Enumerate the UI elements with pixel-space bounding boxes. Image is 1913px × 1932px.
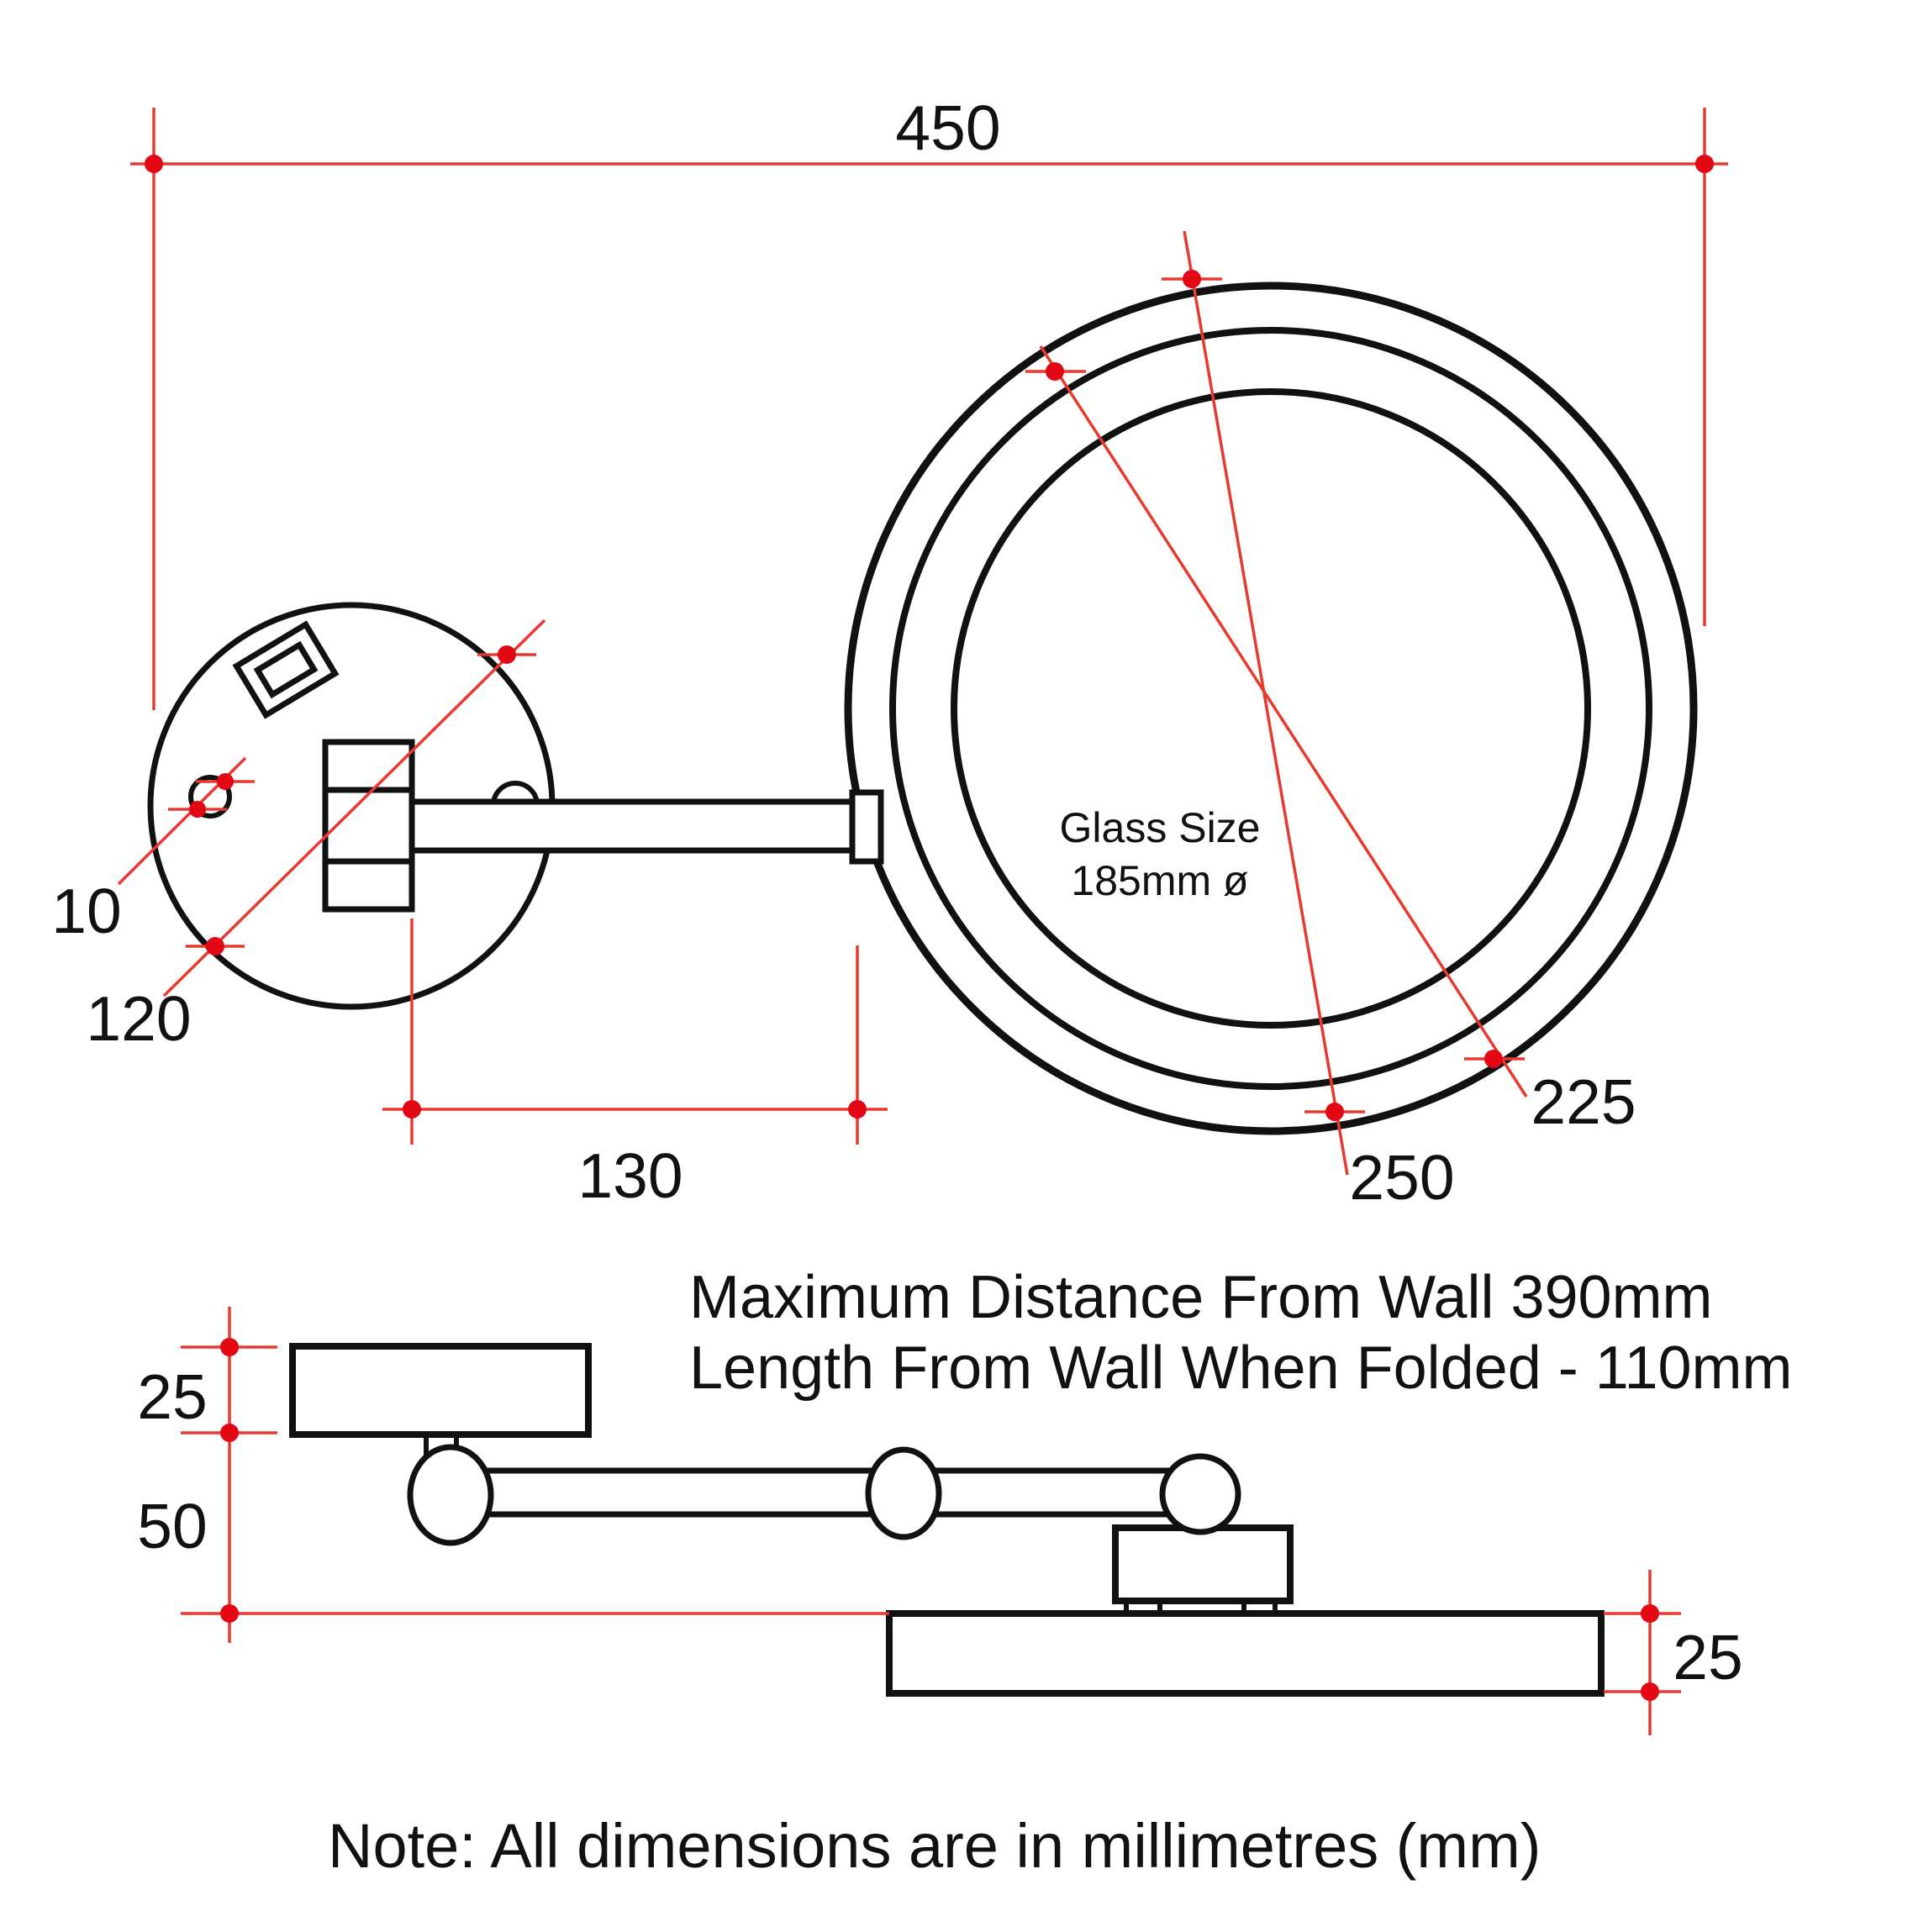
dim-250: 250 xyxy=(1162,230,1455,1213)
plate-cutout xyxy=(232,620,340,719)
mirror-outer-ring xyxy=(844,282,1698,1135)
dim-450-label: 450 xyxy=(895,92,1000,163)
units-note: Note: All dimensions are in millimetres … xyxy=(328,1811,1541,1881)
dim-25-plate-label: 25 xyxy=(137,1361,207,1432)
dim-120: 120 xyxy=(86,619,546,1054)
dim-10: 10 xyxy=(51,756,255,946)
dim-450: 450 xyxy=(130,92,1728,710)
dim-25-50-left: 25 50 xyxy=(137,1307,889,1643)
glass-size-label-line2: 185mm ø xyxy=(1071,857,1248,904)
mirror-slab-side xyxy=(886,1610,1605,1697)
dim-50-label: 50 xyxy=(137,1491,207,1561)
dim-130-label: 130 xyxy=(577,1140,682,1211)
dim-25-mirror-label: 25 xyxy=(1673,1622,1742,1692)
folded-arm-bar xyxy=(447,1467,1204,1518)
dim-130: 130 xyxy=(382,919,888,1211)
dim-25-right: 25 xyxy=(1604,1570,1743,1735)
pivot-block xyxy=(1112,1524,1294,1604)
dim-225-label: 225 xyxy=(1531,1066,1636,1137)
mirror-glass-ring xyxy=(951,388,1591,1029)
info-folded-length: Length From Wall When Folded - 110mm xyxy=(689,1335,1793,1402)
front-view: Glass Size 185mm ø 450 120 10 xyxy=(51,92,1728,1213)
ball-joint-middle xyxy=(865,1446,942,1540)
glass-size-label-line1: Glass Size xyxy=(1060,804,1261,851)
dim-10-label: 10 xyxy=(51,876,121,946)
arm-end-cap xyxy=(849,789,884,865)
wall-plate-side xyxy=(289,1343,592,1438)
dim-225: 225 xyxy=(1025,345,1636,1137)
ball-joint-mirror xyxy=(1159,1453,1241,1535)
info-max-distance: Maximum Distance From Wall 390mm xyxy=(689,1264,1713,1331)
ball-joint-wall xyxy=(407,1444,494,1546)
mirror-middle-ring xyxy=(889,327,1652,1090)
plate-mounting-hole-left xyxy=(188,775,232,819)
arm-bar xyxy=(408,798,856,854)
side-view: Maximum Distance From Wall 390mm Length … xyxy=(137,1264,1793,1735)
dim-250-label: 250 xyxy=(1349,1142,1454,1213)
dim-120-label: 120 xyxy=(86,983,191,1054)
